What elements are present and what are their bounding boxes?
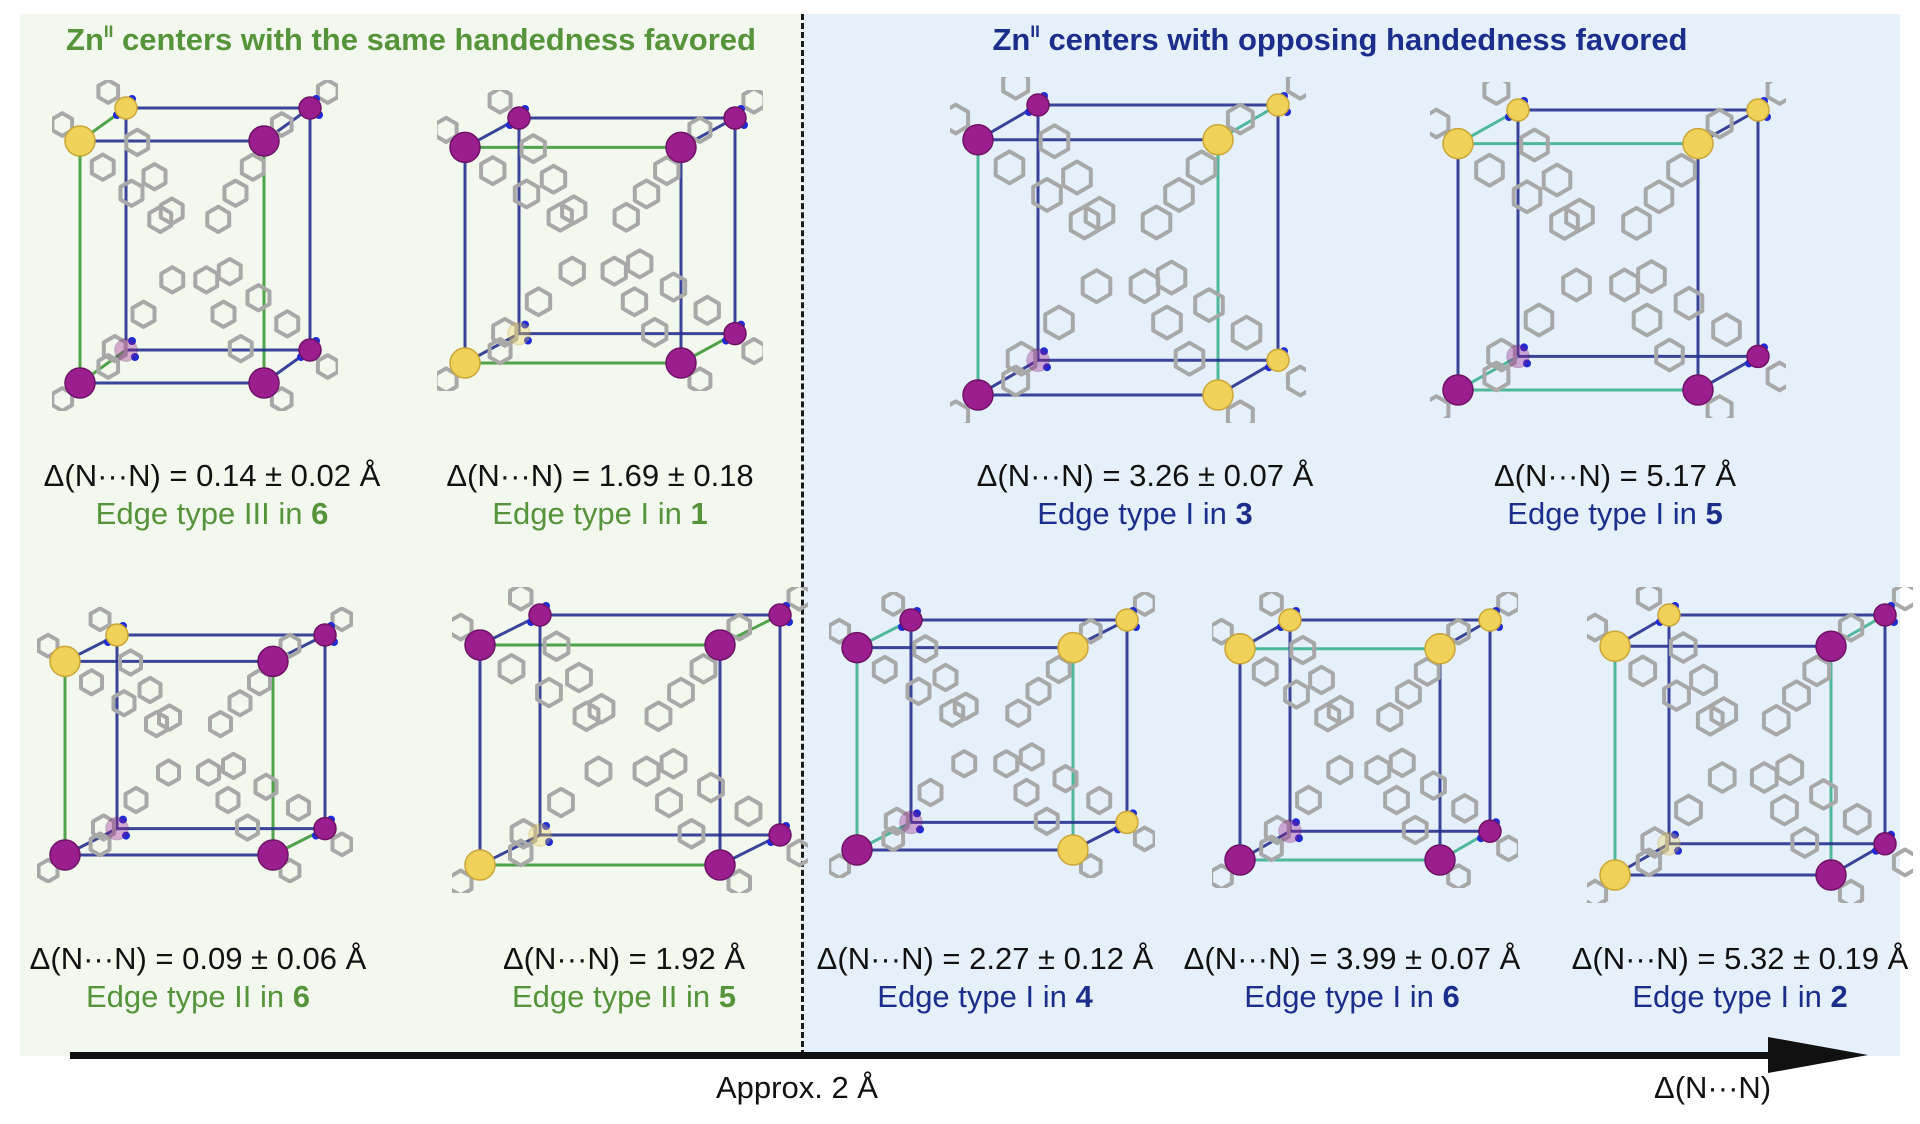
cage-structure	[829, 592, 1155, 878]
edge-type: Edge type I in 3	[1037, 496, 1253, 531]
structure-label: Δ(N···N) = 3.99 ± 0.07 Å Edge type I in …	[1184, 940, 1521, 1016]
delta-value: Δ(N···N) = 1.69 ± 0.18	[446, 458, 754, 493]
structure-label: Δ(N···N) = 5.32 ± 0.19 Å Edge type I in …	[1572, 940, 1909, 1016]
ligand-skeleton	[37, 607, 353, 883]
opposing-handedness-panel	[803, 14, 1900, 1056]
axis-title: Δ(N···N)	[1654, 1070, 1772, 1105]
zinc-centers	[464, 603, 792, 881]
cage-structure	[37, 607, 353, 883]
zinc-centers	[1599, 603, 1897, 891]
zinc-centers	[1224, 608, 1502, 876]
zinc-centers	[1442, 98, 1770, 406]
ligand-skeleton	[1212, 592, 1518, 888]
cage-structure	[437, 89, 763, 391]
structure-label: Δ(N···N) = 0.14 ± 0.02 Å Edge type III i…	[44, 457, 381, 533]
cage-structure	[52, 79, 338, 411]
structure-label: Δ(N···N) = 0.09 ± 0.06 Å Edge type II in…	[30, 940, 367, 1016]
delta-value: Δ(N···N) = 3.26 ± 0.07 Å	[976, 458, 1314, 493]
cage-frame	[1456, 108, 1760, 392]
cage-structure	[452, 587, 808, 893]
ligand-skeleton	[437, 89, 763, 391]
cage-structure	[1212, 592, 1518, 888]
axis-arrowhead	[1768, 1037, 1868, 1073]
cage-structure	[950, 77, 1306, 423]
edge-type: Edge type I in 4	[877, 979, 1093, 1014]
zinc-centers	[64, 95, 322, 399]
structure-label: Δ(N···N) = 2.27 ± 0.12 Å Edge type I in …	[817, 940, 1154, 1016]
delta-value: Δ(N···N) = 5.17 Å	[1493, 458, 1737, 493]
ligand-skeleton	[1430, 82, 1786, 418]
ligand-skeleton	[1587, 587, 1913, 903]
edge-type: Edge type III in 6	[95, 496, 329, 531]
structure-label: Δ(N···N) = 5.17 Å Edge type I in 5	[1494, 457, 1736, 533]
axis-approx-label: Approx. 2 Å	[716, 1070, 878, 1105]
delta-value: Δ(N···N) = 5.32 ± 0.19 Å	[1571, 941, 1909, 976]
zinc-centers	[49, 623, 337, 871]
zinc-centers	[449, 105, 747, 379]
edge-type: Edge type I in 1	[492, 496, 708, 531]
structure-label: Δ(N···N) = 3.26 ± 0.07 Å Edge type I in …	[977, 457, 1314, 533]
panel-divider	[801, 14, 804, 1056]
delta-value: Δ(N···N) = 3.99 ± 0.07 Å	[1183, 941, 1521, 976]
cage-frame	[976, 103, 1280, 397]
cage-frame	[478, 613, 782, 867]
edge-type: Edge type I in 2	[1632, 979, 1848, 1014]
structure-label: Δ(N···N) = 1.92 Å Edge type II in 5	[503, 940, 745, 1016]
delta-value: Δ(N···N) = 0.09 ± 0.06 Å	[29, 941, 367, 976]
edge-type: Edge type I in 6	[1244, 979, 1460, 1014]
delta-value: Δ(N···N) = 2.27 ± 0.12 Å	[816, 941, 1154, 976]
edge-type: Edge type II in 5	[511, 979, 737, 1014]
edge-type: Edge type II in 6	[85, 979, 311, 1014]
heading-opposing-handedness: ZnII centers with opposing handedness fa…	[992, 22, 1688, 57]
heading-same-handedness: ZnII centers with the same handedness fa…	[66, 22, 756, 57]
cage-frame	[463, 116, 737, 364]
edge-type: Edge type I in 5	[1507, 496, 1723, 531]
ligand-skeleton	[829, 592, 1155, 878]
structure-label: Δ(N···N) = 1.69 ± 0.18 Edge type I in 1	[446, 457, 753, 533]
delta-axis-line	[70, 1052, 1778, 1059]
ligand-skeleton	[52, 79, 338, 411]
cage-frame	[63, 633, 327, 857]
delta-value: Δ(N···N) = 0.14 ± 0.02 Å	[43, 458, 381, 493]
zinc-centers	[841, 608, 1139, 866]
zinc-centers	[962, 93, 1290, 411]
delta-value: Δ(N···N) = 1.92 Å	[502, 941, 746, 976]
ligand-skeleton	[950, 77, 1306, 423]
cage-structure	[1587, 587, 1913, 903]
cage-structure	[1430, 82, 1786, 418]
